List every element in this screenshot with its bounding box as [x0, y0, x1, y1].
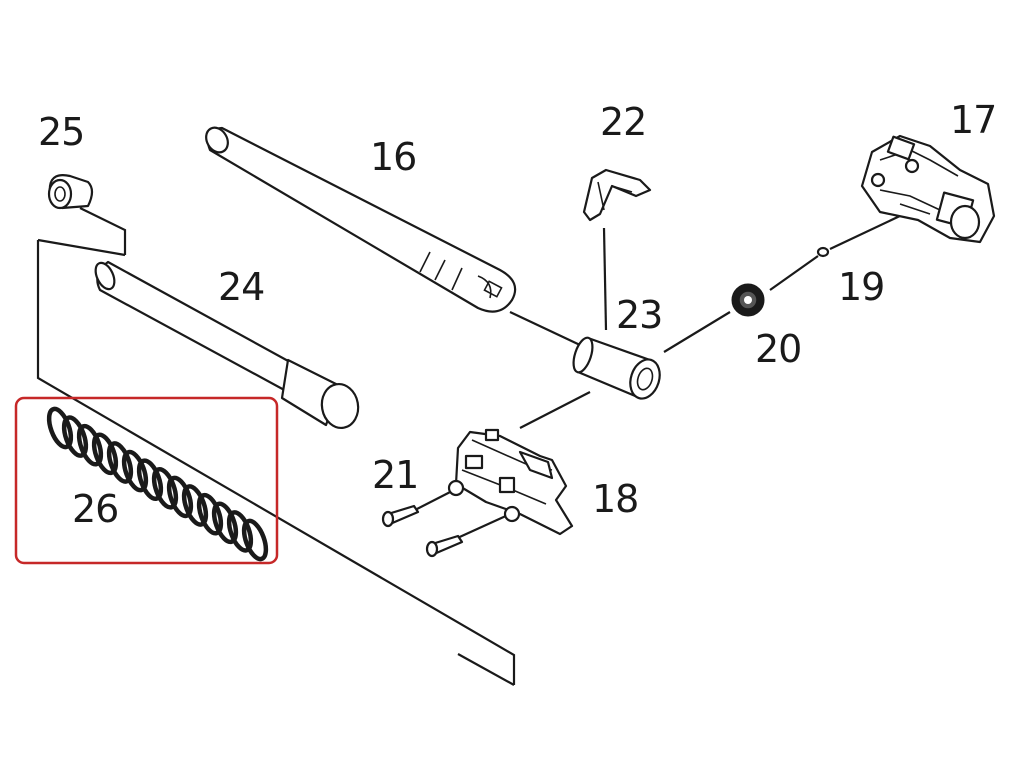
spring-coil: [61, 415, 89, 458]
assembly-guide-lines: [36, 207, 903, 686]
label-part-24: 24: [218, 265, 264, 309]
part-22-clip: [582, 168, 652, 222]
spring-coil: [91, 432, 119, 476]
part-20-gear: [731, 283, 765, 317]
spring-coil: [46, 406, 74, 450]
spring-coil: [136, 458, 164, 501]
highlight-box-part-26: [14, 396, 279, 565]
spring-coil: [181, 484, 209, 527]
label-part-20: 20: [755, 327, 801, 371]
spring-coil: [166, 475, 194, 519]
label-part-17: 17: [950, 98, 996, 142]
spring-coil: [76, 423, 104, 467]
spring-coil: [211, 501, 239, 545]
spring-coil: [196, 492, 224, 536]
label-part-16: 16: [370, 135, 416, 179]
label-part-22: 22: [600, 100, 646, 144]
part-24-guide-rod: [94, 260, 360, 429]
spring-coil: [151, 467, 179, 510]
part-23-sleeve: [572, 336, 661, 400]
label-part-18: 18: [592, 477, 638, 521]
label-part-26: 26: [72, 487, 118, 531]
part-19-ring: [816, 246, 830, 258]
spring-coil: [226, 510, 254, 553]
label-part-23: 23: [616, 293, 662, 337]
part-21-screws: [381, 504, 464, 558]
label-part-19: 19: [838, 265, 884, 309]
part-26-spring: [46, 406, 269, 562]
spring-coil: [241, 518, 269, 562]
spring-coil: [121, 449, 149, 493]
label-part-21: 21: [372, 453, 418, 497]
part-16-barrel: [205, 126, 517, 313]
part-25-cap: [47, 174, 94, 210]
spring-coil: [106, 441, 134, 484]
part-labels: 25 16 22 17 24 23 19 20 21 18 26: [38, 98, 997, 531]
part-17-housing: [860, 134, 996, 244]
part-18-lower-assembly: [447, 428, 574, 536]
label-part-25: 25: [38, 110, 84, 154]
